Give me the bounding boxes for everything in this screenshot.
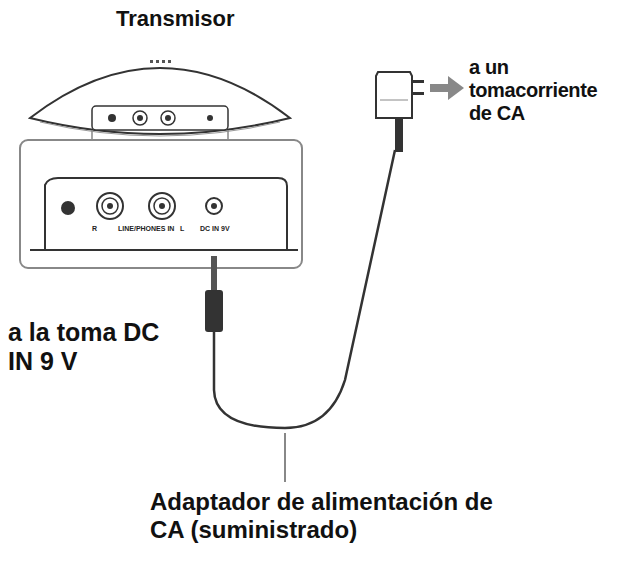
power-cable xyxy=(214,150,395,428)
part-name: Adaptador de alimentación de CA (suminis… xyxy=(150,488,530,543)
adapter-prong xyxy=(412,80,424,83)
connection-label: a la toma DC IN 9 V xyxy=(8,318,188,376)
device-name: Transmisor xyxy=(116,6,316,31)
leader-line xyxy=(284,433,286,482)
jack xyxy=(61,201,75,215)
zoom-inset xyxy=(20,140,302,268)
adapter-prong xyxy=(412,92,424,95)
jack-label: LINE/PHONES IN xyxy=(118,225,174,232)
dc-plug xyxy=(205,290,223,332)
dc-jack xyxy=(206,198,222,214)
jack-label: DC IN 9V xyxy=(200,225,230,232)
jack-label: L xyxy=(180,225,184,232)
indicator-dots xyxy=(150,60,171,63)
rear-panel xyxy=(92,106,228,130)
plug-pin xyxy=(211,256,217,290)
direction-arrow xyxy=(430,76,464,100)
panel-face xyxy=(45,178,287,250)
destination-label: a un tomacorriente de CA xyxy=(469,56,621,125)
transmitter-body xyxy=(30,68,290,134)
jack xyxy=(97,193,123,219)
jack xyxy=(149,193,175,219)
ac-adapter xyxy=(376,72,412,118)
jack-label: R xyxy=(92,225,97,232)
